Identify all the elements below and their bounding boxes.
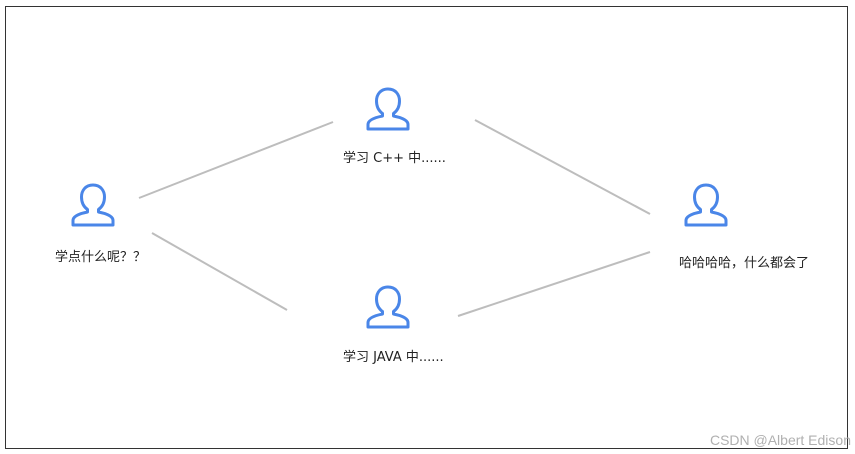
node-label-top: 学习 C++ 中...... [343,151,446,166]
user-icon [684,183,728,227]
user-icon [366,87,410,131]
edge-bottom-right [457,251,651,317]
diagram-frame [5,6,848,449]
edge-left-top [138,121,334,199]
node-label-left: 学点什么呢？？ [55,250,147,265]
edge-left-bottom [151,232,288,311]
node-label-bottom: 学习 JAVA 中...... [343,350,444,365]
user-icon [71,183,115,227]
edge-top-right [474,119,651,215]
node-label-right: 哈哈哈哈，什么都会了 [679,256,810,271]
watermark: CSDN @Albert Edison [709,432,851,448]
user-icon [366,285,410,329]
